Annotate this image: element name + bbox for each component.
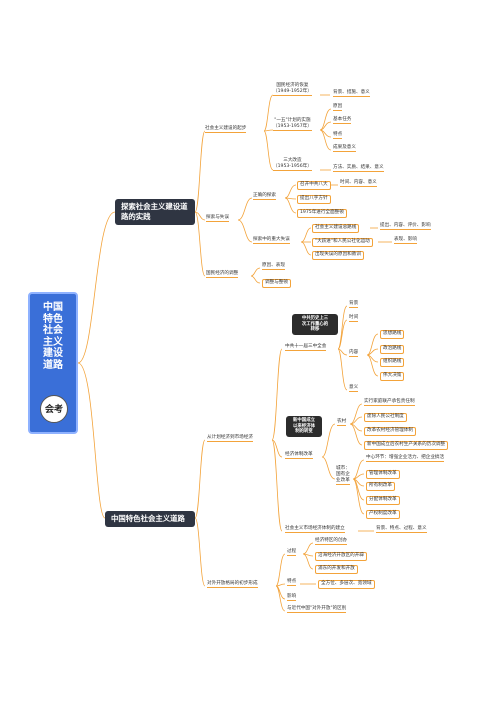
node-city-item: 中心环节：增强企业活力、把企业搞活 bbox=[366, 455, 445, 462]
node-three-reforms: 三大改造 （1953-1956年） bbox=[273, 158, 312, 171]
node-mistake-detail: 表现、影响 bbox=[394, 237, 417, 244]
seal-icon: 会考 bbox=[40, 395, 68, 423]
node-city: 城市： 国有企 业改革 bbox=[336, 466, 350, 485]
node-mistake-item: 出现失误的原因和教训 bbox=[312, 251, 364, 260]
node-readjustment: 国民经济的调整 bbox=[206, 271, 239, 278]
section-road: 中国特色社会主义道路 bbox=[105, 511, 195, 527]
node-readjust-item: 原因、表现 bbox=[262, 263, 285, 270]
node-content-item: 伟大决策 bbox=[380, 372, 405, 381]
node-fyp-item: 基本任务 bbox=[333, 117, 352, 124]
node-open-process-item: 经济特区的创办 bbox=[315, 538, 348, 545]
node-open-features: 特点 bbox=[287, 579, 297, 586]
node-market-detail: 背景、特点、过程、意义 bbox=[376, 526, 427, 533]
node-content-item: 政治路线 bbox=[380, 345, 405, 354]
node-planned-to-market: 从计划经济到市场经济 bbox=[207, 435, 253, 442]
node-content-item: 组织路线 bbox=[380, 358, 405, 367]
root-title: 中国 特色 社会 主义 建设 道路 bbox=[43, 302, 63, 371]
node-opening: 对外开放格局的初步形成 bbox=[207, 581, 258, 588]
node-correct-item: 1975年进行全面整顿 bbox=[297, 209, 347, 218]
node-mistakes: 探索中的重大失误 bbox=[253, 237, 290, 244]
node-open-features-detail: 全方位、多层次、宽领域 bbox=[318, 580, 375, 589]
node-rural: 农村 bbox=[337, 419, 347, 426]
node-open-impact: 影响 bbox=[287, 594, 297, 601]
note-econ-reform: 新中国成立 以来经济体 制的转变 bbox=[286, 416, 322, 437]
node-plenum-item: 内容 bbox=[349, 350, 359, 357]
node-content-item: 思想路线 bbox=[380, 330, 405, 339]
node-city-item: 产权制度改革 bbox=[366, 510, 400, 519]
root-node: 中国 特色 社会 主义 建设 道路 会考 bbox=[28, 292, 78, 434]
node-five-year-plan: "一五"计划的实施 （1953-1957年） bbox=[273, 118, 312, 131]
node-rural-item: 废除人民公社制度 bbox=[364, 413, 407, 422]
node-open-compare: 与近代中国"对外开放"的区别 bbox=[287, 606, 347, 613]
node-plenum-item: 背景 bbox=[349, 301, 359, 308]
node-third-plenum: 中共十一届三中全会 bbox=[285, 344, 327, 351]
node-open-process: 过程 bbox=[287, 549, 297, 556]
node-rural-item: 改革农村经济管理体制 bbox=[364, 427, 416, 436]
node-three-reforms-detail: 方法、实质、结果、意义 bbox=[333, 165, 384, 172]
node-reform: 经济体制改革 bbox=[285, 452, 313, 459]
node-correct: 正确的探索 bbox=[253, 193, 276, 200]
node-rural-item: 实行家庭联产承包责任制 bbox=[364, 399, 415, 406]
node-exploration: 探索与失误 bbox=[206, 215, 229, 222]
section-explore: 探索社会主义建设道 路的实践 bbox=[115, 199, 195, 225]
node-readjust-item: 调整与整顿 bbox=[262, 279, 291, 288]
node-city-item: 管理体制改革 bbox=[366, 470, 400, 479]
node-correct-item: 提出八字方针 bbox=[297, 195, 331, 204]
node-rural-item: 新中国成立后农村生产关系的历次调整 bbox=[364, 441, 449, 450]
node-plenum-item: 意义 bbox=[349, 385, 359, 392]
node-city-item: 分配体制改革 bbox=[366, 496, 400, 505]
node-open-process-item: 沿海经济开放区的开辟 bbox=[315, 552, 367, 561]
node-fyp-item: 原因 bbox=[333, 104, 343, 111]
note-third-plenum: 中共历史上三 次工作重心的 转移 bbox=[292, 314, 338, 335]
node-mistake-item: "大跃进"和人民公社化运动 bbox=[312, 238, 373, 247]
node-mistake-item: 社会主义建设总路线 bbox=[312, 224, 360, 233]
seal-text: 会考 bbox=[44, 405, 63, 415]
node-fyp-item: 成果及意义 bbox=[333, 145, 356, 152]
node-market-economy: 社会主义市场经济体制的建立 bbox=[285, 526, 345, 533]
node-open-process-item: 浦东的开发和开放 bbox=[315, 565, 358, 574]
node-recovery: 国民经济的恢复 （1949-1952年） bbox=[273, 83, 312, 96]
node-eighth-detail: 时间、内容、意义 bbox=[340, 180, 377, 187]
node-recovery-detail: 背景、措施、意义 bbox=[333, 90, 370, 97]
node-correct-item: 召开中共八大 bbox=[297, 181, 331, 190]
node-city-item: 所有制改革 bbox=[366, 482, 395, 491]
node-plenum-item: 时间 bbox=[349, 315, 359, 322]
node-mistake-detail: 提出、内容、评价、影响 bbox=[380, 223, 431, 230]
node-fyp-item: 特点 bbox=[333, 132, 343, 139]
node-soc-construction: 社会主义建设的起步 bbox=[205, 126, 247, 133]
